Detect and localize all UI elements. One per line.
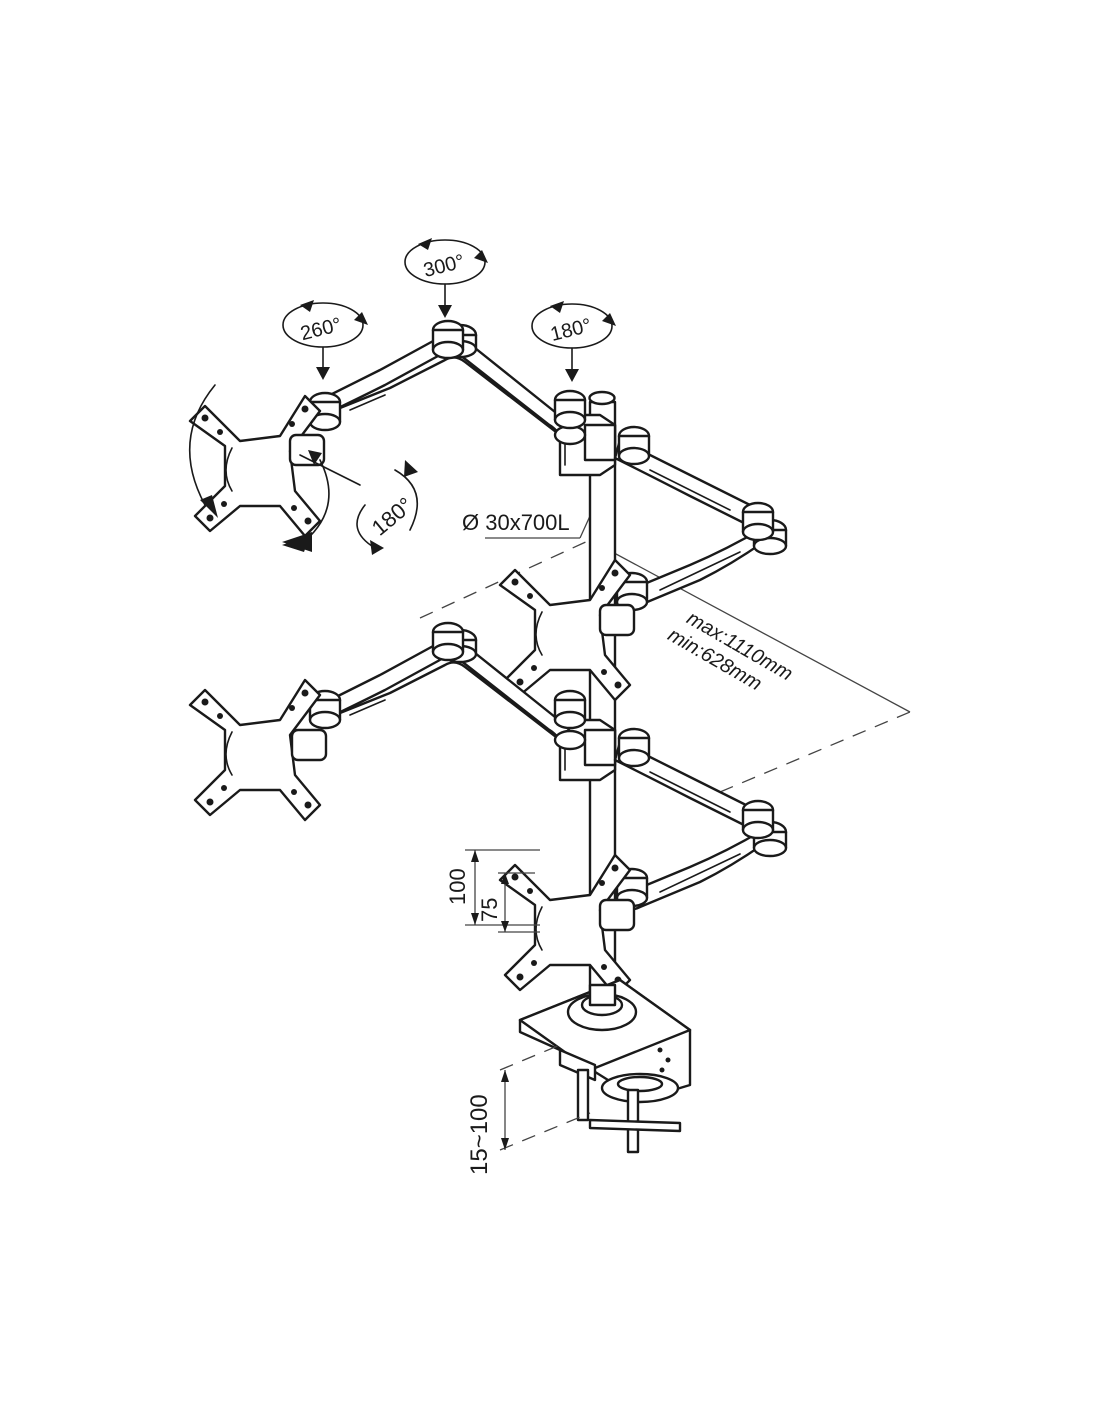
- rotation-label-180-head: 180°: [367, 492, 418, 540]
- clamp-range-dimension: [499, 1044, 591, 1151]
- rotation-label-300: 300°: [421, 251, 466, 282]
- rotation-label-180-pole: 180°: [548, 315, 593, 346]
- rotation-indicator-300: 300°: [404, 238, 488, 318]
- top-tier: [188, 319, 788, 609]
- desk-clamp: [518, 978, 692, 1154]
- pole-spec-label: Ø 30x700L: [462, 510, 570, 535]
- reach-dimension-lines: [419, 514, 911, 793]
- tilt-arrows: [188, 384, 330, 552]
- rotation-indicator-180-pole: 180°: [531, 301, 616, 382]
- vesa-large-label: 100: [445, 868, 470, 905]
- tier2-right-head: [498, 853, 649, 997]
- rotation-indicator-260: 260°: [282, 300, 368, 380]
- vesa-dimension-lines: [465, 849, 540, 933]
- rotation-label-260: 260°: [298, 314, 343, 345]
- clamp-range-label: 15~100: [466, 1094, 493, 1175]
- lower-tier: [188, 621, 788, 911]
- tier1-right-head: [498, 558, 649, 702]
- vesa-small-label: 75: [477, 898, 502, 922]
- reach-labels: max:1110mm min:628mm: [664, 607, 796, 695]
